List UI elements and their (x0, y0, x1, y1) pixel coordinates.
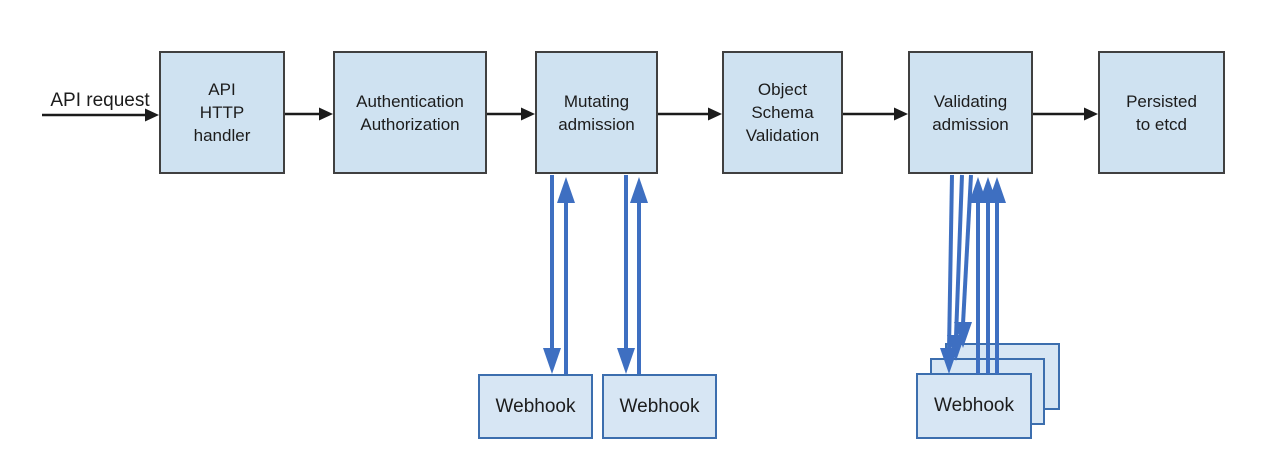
node-validating-admission: Validating admission (908, 51, 1033, 174)
arrow-validating-to-webhooks-2 (947, 174, 965, 361)
webhook-label: Webhook (619, 395, 700, 417)
mutating-webhook-box-1: Webhook (478, 374, 593, 439)
node-mutating-admission: Mutating admission (535, 51, 658, 174)
arrow-mutating-to-webhook2 (617, 175, 635, 374)
node-label: API HTTP handler (193, 80, 251, 145)
node-label: Object Schema Validation (745, 80, 820, 145)
arrow-webhook1-to-mutating (557, 177, 575, 374)
arrow-mutating-to-webhook1 (543, 175, 561, 374)
node-label: Validating admission (932, 91, 1009, 134)
arrow-webhook2-to-mutating (630, 177, 648, 374)
node-object-schema-validation: Object Schema Validation (722, 51, 843, 174)
webhook-label: Webhook (934, 395, 1014, 416)
mutating-webhook-box-2: Webhook (602, 374, 717, 439)
node-label: Persisted to etcd (1126, 91, 1197, 134)
webhook-label: Webhook (495, 395, 576, 417)
arrow-handler-to-auth (285, 107, 333, 121)
arrow-mutating-to-schema (658, 107, 722, 121)
node-authentication-authorization: Authentication Authorization (333, 51, 487, 174)
node-label: Authentication Authorization (356, 91, 464, 134)
api-request-label: API request (50, 90, 150, 111)
arrow-validating-to-etcd (1033, 107, 1098, 121)
validating-webhook-box-front: Webhook (916, 373, 1032, 439)
node-label: Mutating admission (558, 91, 635, 134)
arrow-schema-to-validating (843, 107, 908, 121)
arrow-validating-to-webhooks-3 (954, 174, 973, 348)
arrow-auth-to-mutating (487, 107, 535, 121)
node-persisted-to-etcd: Persisted to etcd (1098, 51, 1225, 174)
node-api-http-handler: API HTTP handler (159, 51, 285, 174)
